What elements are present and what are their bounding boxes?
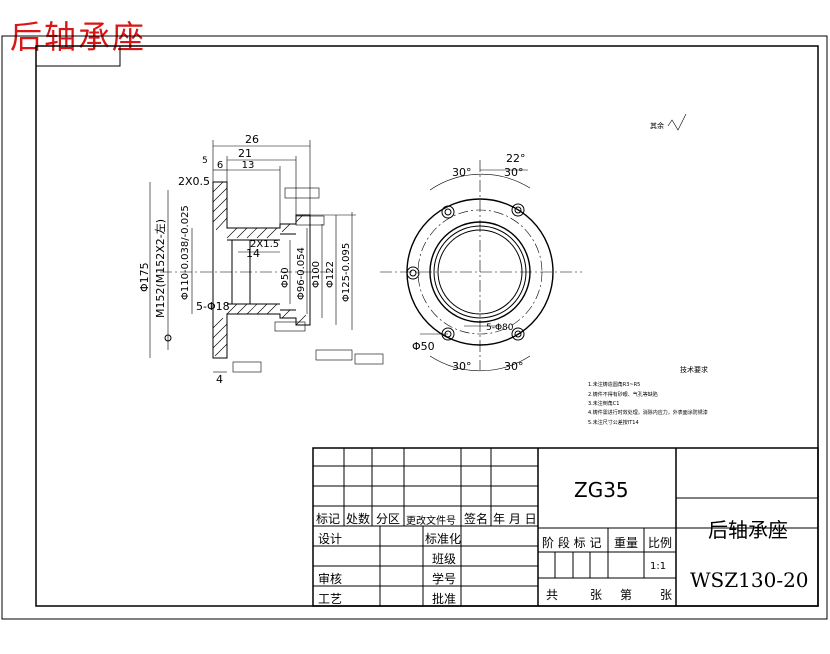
tech-note-1: 1.未注铸造圆角R3~R5 — [588, 381, 640, 388]
part-name: 后轴承座 — [708, 518, 788, 542]
dim-phi50-front: Φ50 — [412, 340, 435, 353]
dim-13: 13 — [242, 160, 255, 171]
title-block-grid — [312, 447, 819, 607]
dim-chamfer: 2X0.5 — [178, 175, 210, 188]
dim-holes-front: 5-Φ80 — [486, 323, 514, 333]
dim-phi122: Φ122 — [325, 261, 336, 288]
front-view — [380, 160, 582, 372]
angle-30-top-left: 30° — [452, 166, 472, 179]
rev-header-date: 年 月 日 — [493, 512, 537, 526]
rev-header-mark: 标记 — [316, 512, 341, 526]
dim-21: 21 — [238, 147, 252, 160]
roughness-note: 其余 — [650, 121, 664, 130]
dim-phi110: Φ110-0.038/-0.025 — [180, 205, 191, 300]
weight-header: 重量 — [614, 536, 639, 550]
rev-header-count: 处数 — [346, 512, 371, 526]
outer-frame — [1, 35, 828, 620]
dim-phi96: Φ96-0.054 — [296, 247, 307, 300]
label-student-id: 学号 — [432, 572, 457, 586]
rev-header-docno: 更改文件号 — [406, 516, 456, 527]
tech-note-4: 4.铸件需进行时效处理，消除内应力，外表面涂防锈漆 — [588, 409, 708, 416]
role-review: 审核 — [318, 572, 343, 586]
sheet-total-label: 共 — [546, 588, 559, 602]
scale-header: 比例 — [648, 536, 673, 550]
rev-header-zone: 分区 — [376, 512, 401, 526]
dim-26: 26 — [245, 133, 259, 146]
angle-30-bottom-right: 30° — [504, 360, 524, 373]
dim-phi50: Φ50 — [280, 267, 291, 288]
material: ZG35 — [574, 478, 629, 502]
dim-6: 6 — [217, 160, 223, 171]
dim-phi175: Φ175 — [138, 262, 151, 292]
section-view — [149, 140, 384, 373]
tech-note-5: 5.未注尺寸公差按IT14 — [588, 419, 639, 426]
angle-30-bottom-left: 30° — [452, 360, 472, 373]
drawing-title-header: 后轴承座 — [10, 18, 147, 56]
label-approve: 批准 — [432, 592, 457, 606]
scale-value: 1:1 — [650, 561, 667, 572]
dim-m152: M152(M152X2-左) — [154, 219, 167, 318]
sheet-no-unit: 张 — [660, 588, 673, 602]
dim-phi125: Φ125-0.095 — [341, 243, 352, 302]
label-class: 班级 — [432, 552, 457, 566]
dim-phi100: Φ100 — [311, 261, 322, 288]
rev-header-sign: 签名 — [464, 512, 489, 526]
corner-box — [35, 45, 121, 67]
dim-14: 14 — [246, 247, 260, 260]
stage-mark-header: 阶 段 标 记 — [542, 536, 602, 550]
angle-22: 22° — [506, 152, 526, 165]
tech-note-2: 2.铸件不得有砂眼、气孔等缺陷 — [588, 391, 658, 398]
dim-5: 5 — [202, 156, 208, 166]
sheet-no-label: 第 — [620, 588, 633, 602]
angle-30-top-right: 30° — [504, 166, 524, 179]
dim-holes-left: 5-Φ18 — [196, 300, 230, 313]
drawing-number: WSZ130-20 — [690, 568, 809, 592]
role-design: 设计 — [318, 532, 343, 546]
label-standardization: 标准化 — [425, 532, 462, 546]
role-process: 工艺 — [318, 592, 343, 606]
dim-2x15: 2X1.5 — [250, 239, 279, 250]
dim-4: 4 — [216, 373, 223, 386]
tech-note-3: 3.未注倒角C1 — [588, 400, 619, 407]
tech-notes-title: 技术要求 — [680, 365, 708, 374]
sheet-total-unit: 张 — [590, 588, 603, 602]
